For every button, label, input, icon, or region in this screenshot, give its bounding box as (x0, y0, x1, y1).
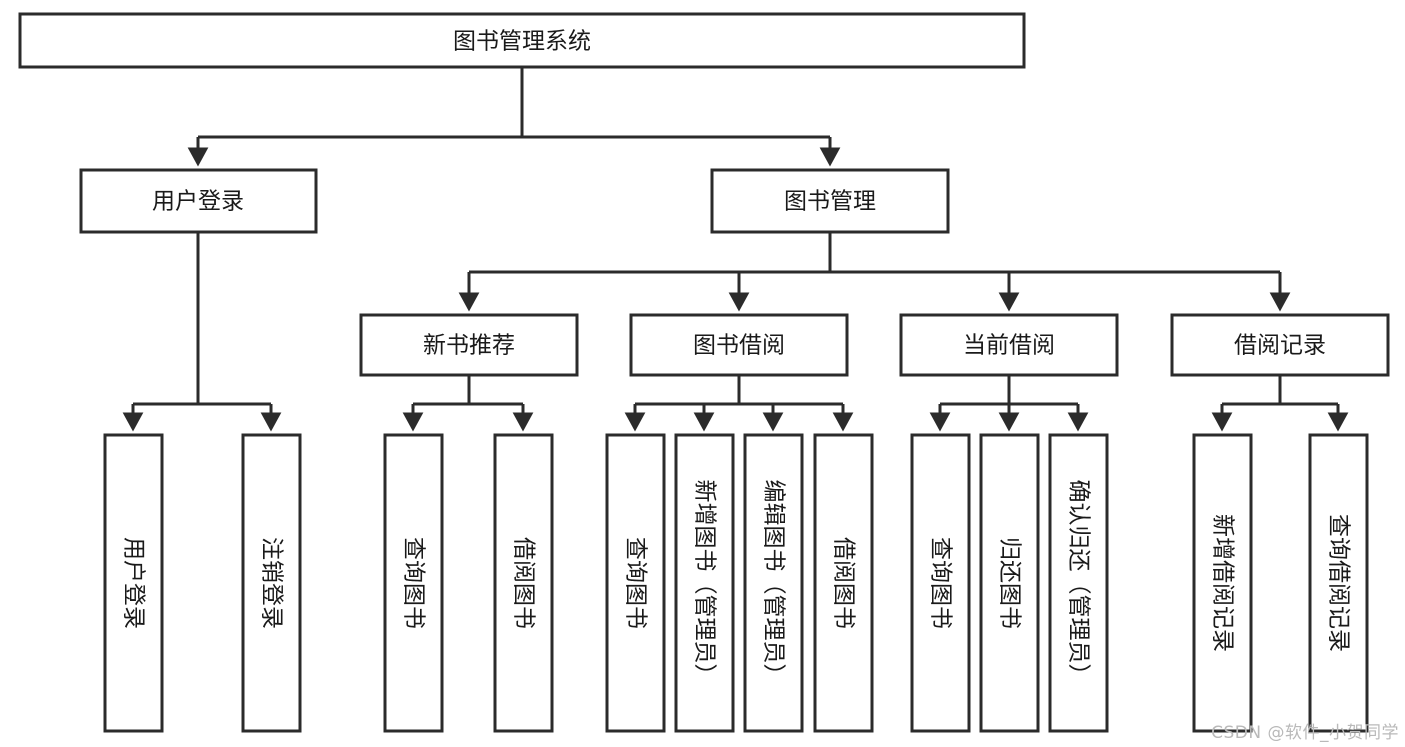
leaf-book-borrow-add[interactable]: 新增图书（管理员） (674, 433, 735, 733)
node-current-borrow-label: 当前借阅 (963, 333, 1055, 359)
node-new-book-recommend-label: 新书推荐 (423, 333, 515, 359)
connector-borrow-record-to-leaves (1211, 376, 1349, 432)
watermark-text: CSDN @软件_小贺同学 (1211, 723, 1399, 743)
leaf-borrow-record-query[interactable]: 查询借阅记录 (1308, 433, 1369, 733)
connector-book-mgmt-to-level3 (458, 233, 1291, 312)
leaf-book-borrow-add-label: 新增图书（管理员） (692, 480, 718, 687)
leaf-book-borrow-edit[interactable]: 编辑图书（管理员） (743, 433, 804, 733)
node-current-borrow[interactable]: 当前借阅 (899, 313, 1119, 377)
leaf-new-book-query[interactable]: 查询图书 (383, 433, 444, 733)
node-book-borrow-label: 图书借阅 (693, 333, 785, 359)
leaf-user-login-logout[interactable]: 注销登录 (241, 433, 302, 733)
leaf-new-book-borrow-label: 借阅图书 (511, 537, 537, 629)
leaf-borrow-record-add-label: 新增借阅记录 (1210, 514, 1236, 652)
node-user-login-label: 用户登录 (152, 189, 244, 215)
leaf-book-borrow-edit-label: 编辑图书（管理员） (761, 480, 787, 687)
connector-new-book-to-leaves (402, 376, 534, 432)
node-book-borrow[interactable]: 图书借阅 (629, 313, 849, 377)
leaf-user-login-login[interactable]: 用户登录 (103, 433, 164, 733)
leaf-book-borrow-borrow[interactable]: 借阅图书 (813, 433, 874, 733)
leaf-book-borrow-borrow-label: 借阅图书 (831, 537, 857, 629)
leaf-user-login-login-label: 用户登录 (121, 537, 147, 629)
leaf-book-borrow-query-label: 查询图书 (623, 537, 649, 629)
leaf-user-login-logout-label: 注销登录 (259, 537, 285, 629)
node-user-login[interactable]: 用户登录 (79, 168, 318, 234)
leaf-new-book-borrow[interactable]: 借阅图书 (493, 433, 554, 733)
node-root-label: 图书管理系统 (453, 29, 591, 55)
connector-user-login-to-leaves (122, 233, 282, 432)
leaf-current-borrow-confirm-label: 确认归还（管理员） (1066, 480, 1092, 687)
node-book-management-label: 图书管理 (784, 189, 876, 215)
leaf-current-borrow-return[interactable]: 归还图书 (979, 433, 1040, 733)
leaf-current-borrow-query[interactable]: 查询图书 (910, 433, 971, 733)
leaf-current-borrow-query-label: 查询图书 (928, 537, 954, 629)
leaf-new-book-query-label: 查询图书 (401, 537, 427, 629)
leaf-borrow-record-add[interactable]: 新增借阅记录 (1192, 433, 1253, 733)
node-borrow-record-label: 借阅记录 (1234, 333, 1326, 359)
node-borrow-record[interactable]: 借阅记录 (1170, 313, 1390, 377)
node-book-management[interactable]: 图书管理 (710, 168, 950, 234)
connector-book-borrow-to-leaves (624, 376, 854, 432)
node-root[interactable]: 图书管理系统 (18, 12, 1026, 69)
leaf-current-borrow-return-label: 归还图书 (997, 537, 1023, 629)
leaf-current-borrow-confirm[interactable]: 确认归还（管理员） (1048, 433, 1109, 733)
connector-root-to-level2 (187, 68, 841, 167)
node-new-book-recommend[interactable]: 新书推荐 (359, 313, 579, 377)
leaf-borrow-record-query-label: 查询借阅记录 (1326, 514, 1352, 652)
connector-current-borrow-to-leaves (929, 376, 1089, 432)
leaf-book-borrow-query[interactable]: 查询图书 (605, 433, 666, 733)
